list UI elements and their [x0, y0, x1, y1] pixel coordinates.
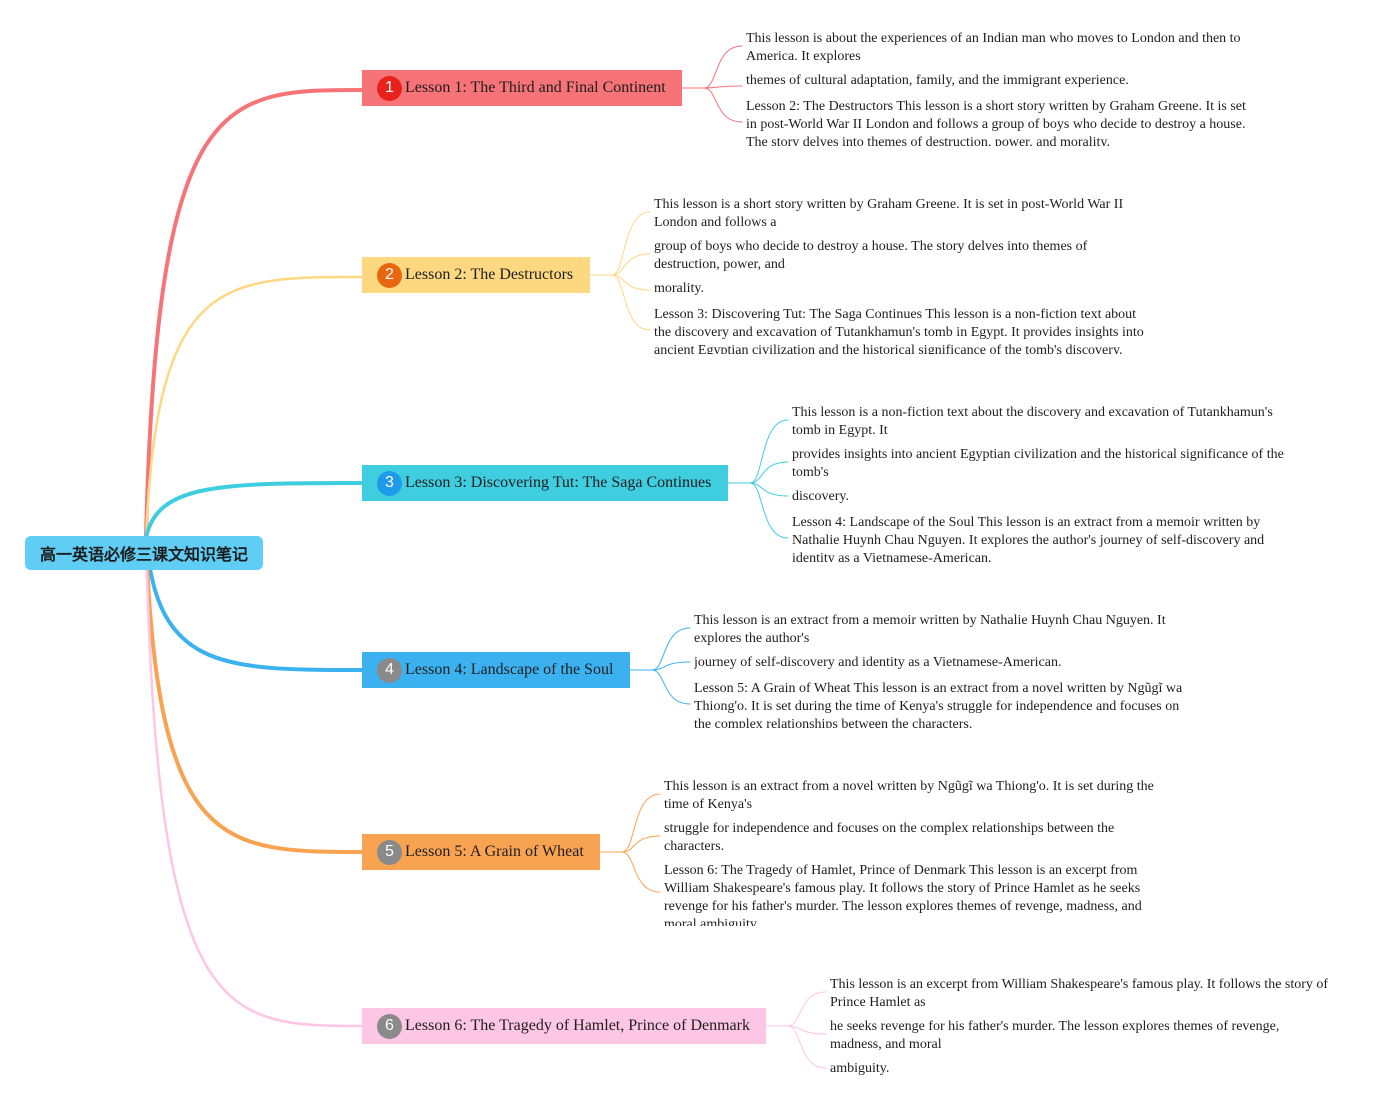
detail-text: ambiguity.	[830, 1061, 890, 1076]
detail-text: provides insights into ancient Egyptian …	[792, 447, 1284, 480]
connector-line	[611, 274, 651, 331]
connector-line	[621, 835, 661, 853]
topic-lesson-5[interactable]: 5 Lesson 5: A Grain of Wheat	[362, 834, 600, 870]
topic-lesson-6[interactable]: 6 Lesson 6: The Tragedy of Hamlet, Princ…	[362, 1008, 766, 1044]
connector-line	[144, 536, 366, 854]
topic-lesson-3[interactable]: 3 Lesson 3: Discovering Tut: The Saga Co…	[362, 465, 728, 501]
detail-text: This lesson is an extract from a novel w…	[664, 779, 1154, 812]
connector-line	[144, 481, 366, 540]
root-topic[interactable]: 高一英语必修三课文知识笔记	[25, 536, 263, 570]
detail-text: Lesson 2: The Destructors This lesson is…	[746, 99, 1246, 146]
connector-line	[611, 211, 651, 276]
number-badge: 1	[377, 75, 402, 101]
detail-text: This lesson is an extract from a memoir …	[694, 613, 1166, 646]
connector-line	[611, 253, 651, 276]
topic-label: Lesson 3: Discovering Tut: The Saga Cont…	[405, 474, 712, 491]
number-badge: 3	[377, 470, 402, 496]
topic-label: Lesson 6: The Tragedy of Hamlet, Prince …	[405, 1017, 750, 1034]
connector-line	[703, 45, 743, 89]
topic-lesson-4[interactable]: 4 Lesson 4: Landscape of the Soul	[362, 652, 630, 688]
detail-text: Lesson 6: The Tragedy of Hamlet, Prince …	[664, 863, 1142, 926]
detail-text: This lesson is about the experiences of …	[746, 31, 1241, 64]
detail-text: discovery.	[792, 489, 850, 504]
detail-text: This lesson is a non-fiction text about …	[792, 405, 1273, 438]
topic-lesson-2[interactable]: 2 Lesson 2: The Destructors	[362, 257, 590, 293]
detail-text: This lesson is a short story written by …	[654, 197, 1124, 230]
number-badge: 4	[377, 657, 402, 683]
topic-label: Lesson 1: The Third and Final Continent	[405, 79, 666, 96]
detail-text: struggle for independence and focuses on…	[664, 821, 1115, 854]
connector-line	[787, 1025, 827, 1035]
detail-text: This lesson is an excerpt from William S…	[830, 977, 1329, 1010]
connector-line	[621, 851, 661, 893]
detail-text: morality.	[654, 281, 705, 296]
connector-line	[144, 536, 366, 1028]
number-badge: 5	[377, 839, 402, 865]
connector-line	[749, 482, 789, 497]
topic-label: Lesson 2: The Destructors	[405, 266, 574, 283]
detail-text: themes of cultural adaptation, family, a…	[746, 73, 1129, 88]
connector-line	[651, 627, 691, 671]
topic-label: Lesson 4: Landscape of the Soul	[405, 661, 614, 678]
detail-text: group of boys who decide to destroy a ho…	[654, 239, 1088, 272]
connector-line	[651, 661, 691, 671]
topic-lesson-1[interactable]: 1 Lesson 1: The Third and Final Continen…	[362, 70, 682, 106]
connector-line	[749, 461, 789, 484]
topic-label: Lesson 5: A Grain of Wheat	[405, 843, 584, 860]
detail-text: Lesson 4: Landscape of the Soul This les…	[792, 515, 1265, 562]
number-badge: 6	[377, 1013, 402, 1039]
connector-line	[749, 419, 789, 484]
detail-text: Lesson 3: Discovering Tut: The Saga Cont…	[654, 307, 1144, 354]
detail-text: journey of self-discovery and identity a…	[694, 655, 1062, 670]
connector-line	[749, 482, 789, 539]
connector-line	[651, 669, 691, 705]
connector-line	[703, 87, 743, 123]
connector-line	[703, 85, 743, 89]
connector-line	[787, 1025, 827, 1069]
detail-text: he seeks revenge for his father's murder…	[830, 1019, 1280, 1052]
number-badge: 2	[377, 262, 402, 288]
connector-line	[144, 87, 366, 540]
connector-line	[787, 991, 827, 1027]
connector-line	[621, 793, 661, 853]
connector-line	[611, 274, 651, 291]
detail-text: Lesson 5: A Grain of Wheat This lesson i…	[694, 681, 1183, 728]
connector-line	[144, 536, 366, 672]
connector-line	[144, 275, 366, 540]
